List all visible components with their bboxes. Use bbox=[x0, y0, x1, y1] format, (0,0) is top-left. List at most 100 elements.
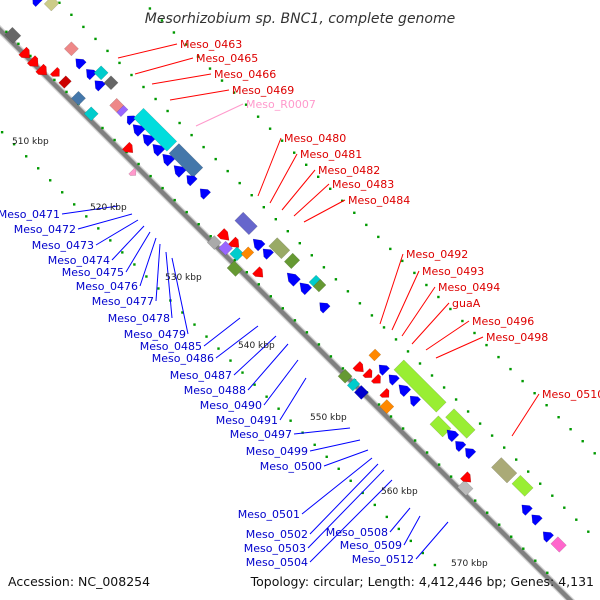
reverse-gene-label: Meso_0486 bbox=[152, 352, 214, 365]
forward-label-leader bbox=[379, 253, 404, 325]
feature-reverse-block bbox=[133, 107, 178, 152]
track-tick bbox=[413, 271, 416, 275]
track-tick bbox=[370, 314, 374, 317]
feature-reverse-gene bbox=[132, 124, 146, 137]
reverse-gene-label: Meso_0497 bbox=[230, 428, 292, 441]
reverse-label-leader bbox=[171, 257, 189, 335]
track-tick bbox=[208, 67, 212, 70]
track-tick bbox=[293, 319, 297, 322]
track-tick bbox=[305, 163, 308, 166]
feature-reverse-block bbox=[393, 359, 447, 413]
track-tick bbox=[12, 143, 16, 146]
label-layer: Meso_0463Meso_0465Meso_0466Meso_0469Meso… bbox=[0, 38, 600, 569]
feature-reverse-gene bbox=[162, 153, 176, 167]
feature-reverse-gene bbox=[199, 188, 212, 200]
track-tick bbox=[142, 85, 145, 89]
forward-label-leader bbox=[303, 199, 346, 223]
forward-label-leader bbox=[257, 137, 282, 197]
feature-forward-gene bbox=[362, 368, 373, 378]
reverse-gene-label: Meso_0512 bbox=[352, 553, 414, 566]
reverse-label-leader bbox=[389, 507, 411, 533]
track-tick bbox=[534, 559, 537, 562]
feature-reverse-gene bbox=[531, 514, 543, 526]
track-tick bbox=[238, 181, 241, 185]
track-tick bbox=[166, 109, 169, 113]
track-tick bbox=[406, 350, 410, 353]
track-tick bbox=[377, 403, 381, 406]
feature-reverse-gene bbox=[75, 58, 87, 70]
reverse-gene-label: Meso_0503 bbox=[244, 542, 306, 555]
forward-gene-label: Meso_0465 bbox=[196, 52, 258, 65]
reverse-gene-label: Meso_0487 bbox=[170, 369, 232, 382]
track-tick bbox=[97, 227, 100, 230]
track-tick bbox=[433, 563, 437, 567]
track-tick bbox=[5, 30, 8, 33]
track-tick bbox=[575, 518, 578, 521]
reverse-label-leader bbox=[293, 427, 351, 435]
feature-reverse-block bbox=[312, 278, 327, 293]
feature-forward-block bbox=[346, 377, 361, 392]
track-tick bbox=[193, 323, 196, 326]
track-tick bbox=[121, 251, 124, 254]
forward-label-leader bbox=[425, 320, 470, 351]
track-tick bbox=[485, 343, 488, 347]
reverse-label-leader bbox=[403, 515, 421, 546]
feature-reverse-gene bbox=[32, 0, 43, 8]
forward-label-leader bbox=[391, 270, 420, 331]
feature-reverse-block bbox=[550, 536, 567, 553]
feature-reverse-gene bbox=[86, 69, 98, 81]
track-tick bbox=[157, 287, 160, 290]
feature-forward-block bbox=[226, 260, 243, 277]
feature-reverse-block bbox=[43, 0, 60, 12]
feature-forward-block bbox=[58, 75, 72, 89]
forward-label-leader bbox=[169, 89, 230, 101]
forward-gene-label: Meso_0482 bbox=[318, 164, 380, 177]
track-tick bbox=[593, 452, 596, 455]
scale-label-530: 530 kbp bbox=[165, 273, 202, 283]
feature-forward-gene bbox=[49, 66, 60, 77]
reverse-gene-label: Meso_0478 bbox=[108, 312, 170, 325]
reverse-label-leader bbox=[215, 325, 259, 359]
track-tick bbox=[298, 242, 301, 245]
track-tick bbox=[265, 395, 268, 398]
forward-label-leader bbox=[195, 103, 244, 127]
forward-gene-label: Meso_0481 bbox=[300, 148, 362, 161]
feature-reverse-block bbox=[429, 415, 452, 438]
track-tick bbox=[82, 25, 85, 29]
track-tick bbox=[346, 290, 350, 293]
feature-reverse-gene bbox=[319, 302, 331, 314]
reverse-label-leader bbox=[95, 219, 139, 246]
track-tick bbox=[317, 175, 320, 178]
track-tick bbox=[70, 13, 73, 16]
forward-gene-label: Meso_0494 bbox=[438, 281, 500, 294]
reverse-gene-label: Meso_0500 bbox=[260, 460, 322, 473]
track-tick bbox=[229, 359, 232, 362]
track-tick bbox=[341, 367, 345, 370]
forward-gene-label: Meso_0483 bbox=[332, 178, 394, 191]
reverse-gene-label: Meso_0508 bbox=[326, 526, 388, 539]
track-tick bbox=[373, 503, 376, 507]
track-tick bbox=[217, 347, 220, 350]
track-tick bbox=[73, 203, 76, 206]
track-tick bbox=[449, 475, 453, 478]
track-tick bbox=[274, 218, 277, 221]
track-tick bbox=[401, 259, 404, 263]
track-tick bbox=[533, 392, 536, 395]
feature-reverse-gene bbox=[173, 165, 187, 178]
forward-gene-label: Meso_0466 bbox=[214, 68, 276, 81]
track-tick bbox=[557, 416, 560, 419]
feature-forward-block bbox=[368, 348, 382, 362]
accession-text: Accession: NC_008254 bbox=[8, 574, 150, 589]
reverse-label-leader bbox=[139, 237, 157, 287]
forward-label-leader bbox=[151, 73, 212, 85]
forward-label-leader bbox=[269, 153, 298, 204]
reverse-label-leader bbox=[233, 335, 277, 376]
track-tick bbox=[184, 43, 188, 46]
backbone-line bbox=[0, 26, 574, 600]
track-tick bbox=[382, 326, 386, 329]
track-tick bbox=[437, 295, 440, 299]
track-tick bbox=[214, 157, 217, 161]
track-tick bbox=[268, 127, 272, 130]
track-tick bbox=[522, 547, 525, 550]
